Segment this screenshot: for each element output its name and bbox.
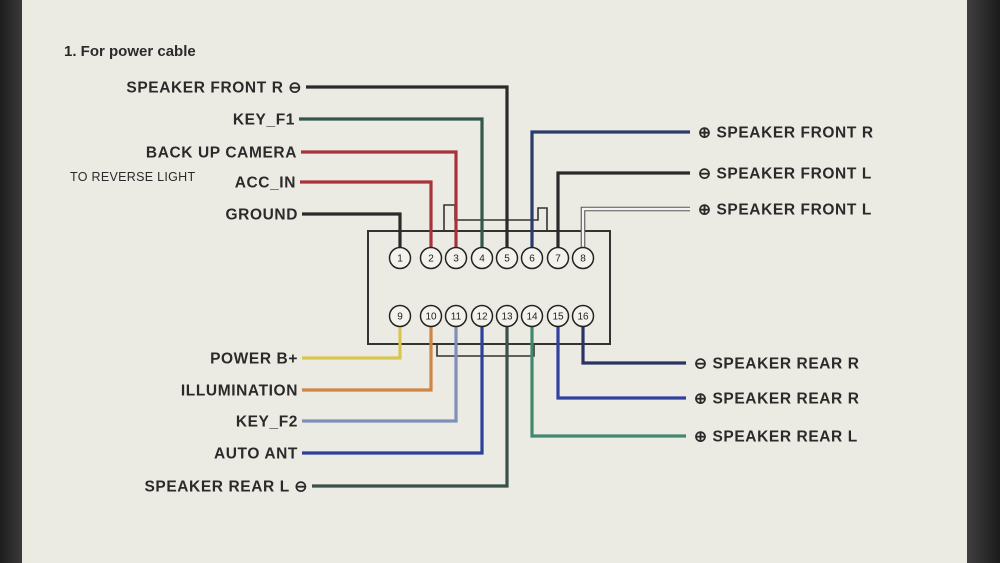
pin-number-6: 6 [529,254,535,265]
label-pin-11: KEY_F2 [236,414,298,431]
pin-11 [444,304,468,328]
label-pin-14: ⊕ SPEAKER REAR L [694,429,858,446]
wire-pin-8 [580,206,690,248]
connector-latch-top [443,204,548,231]
wire-pin-8-core [581,207,690,248]
note-reverse-light: TO REVERSE LIGHT [70,170,195,184]
wire-pin-3 [301,150,458,248]
pin-number-15: 15 [552,312,564,323]
pin-number-10: 10 [425,312,437,323]
pin-10 [419,304,443,328]
label-pin-3: BACK UP CAMERA [146,145,297,162]
pin-14 [520,304,544,328]
diagram-screen [22,0,967,563]
wire-pin-7 [556,171,690,248]
pin-15 [546,304,570,328]
pin-7 [546,246,570,270]
pin-number-4: 4 [479,254,485,265]
label-pin-16: ⊖ SPEAKER REAR R [694,356,860,373]
pin-3 [444,246,468,270]
label-pin-13: SPEAKER REAR L ⊖ [144,479,308,496]
pin-9 [388,304,412,328]
connector-housing [367,230,611,345]
pin-number-8: 8 [580,254,586,265]
pin-number-16: 16 [577,312,589,323]
pin-12 [470,304,494,328]
wire-pin-15 [556,326,686,400]
pin-number-5: 5 [504,254,510,265]
pin-number-9: 9 [397,312,403,323]
wire-pin-2 [300,180,433,248]
wire-pin-1 [302,212,402,248]
pin-5 [495,246,519,270]
pin-number-3: 3 [453,254,459,265]
diagram-title: 1. For power cable [64,43,196,60]
label-pin-5: SPEAKER FRONT R ⊖ [126,80,302,97]
label-pin-2: ACC_IN [235,175,296,192]
pin-16 [571,304,595,328]
wire-pin-4 [299,117,484,248]
monitor-bezel-left [0,0,22,563]
pin-4 [470,246,494,270]
label-pin-9: POWER B+ [210,351,298,368]
pin-number-14: 14 [526,312,538,323]
wire-pin-9 [302,326,402,360]
label-pin-6: ⊕ SPEAKER FRONT R [698,125,874,142]
monitor-bezel-right [967,0,1000,563]
label-pin-1: GROUND [226,207,299,224]
pin-number-11: 11 [451,312,462,323]
pin-2 [419,246,443,270]
wire-pin-6 [530,130,690,248]
pin-1 [388,246,412,270]
wire-pin-12 [302,326,484,455]
label-pin-10: ILLUMINATION [181,383,298,400]
pin-6 [520,246,544,270]
connector-latch-bottom [436,344,535,357]
wire-pin-13 [312,326,509,488]
label-pin-4: KEY_F1 [233,112,295,129]
label-pin-8: ⊕ SPEAKER FRONT L [698,202,872,219]
label-pin-15: ⊕ SPEAKER REAR R [694,391,860,408]
pin-13 [495,304,519,328]
wire-pin-5 [306,85,509,248]
pin-number-7: 7 [555,254,561,265]
pin-8 [571,246,595,270]
pin-number-2: 2 [428,254,434,265]
label-pin-12: AUTO ANT [214,446,298,463]
pin-number-12: 12 [476,312,488,323]
pin-number-1: 1 [397,254,403,265]
wire-pin-14 [530,326,686,438]
wire-pin-11 [302,326,458,423]
pin-number-13: 13 [501,312,513,323]
wire-pin-10 [302,326,433,392]
label-pin-7: ⊖ SPEAKER FRONT L [698,166,872,183]
wire-pin-16 [581,326,686,365]
